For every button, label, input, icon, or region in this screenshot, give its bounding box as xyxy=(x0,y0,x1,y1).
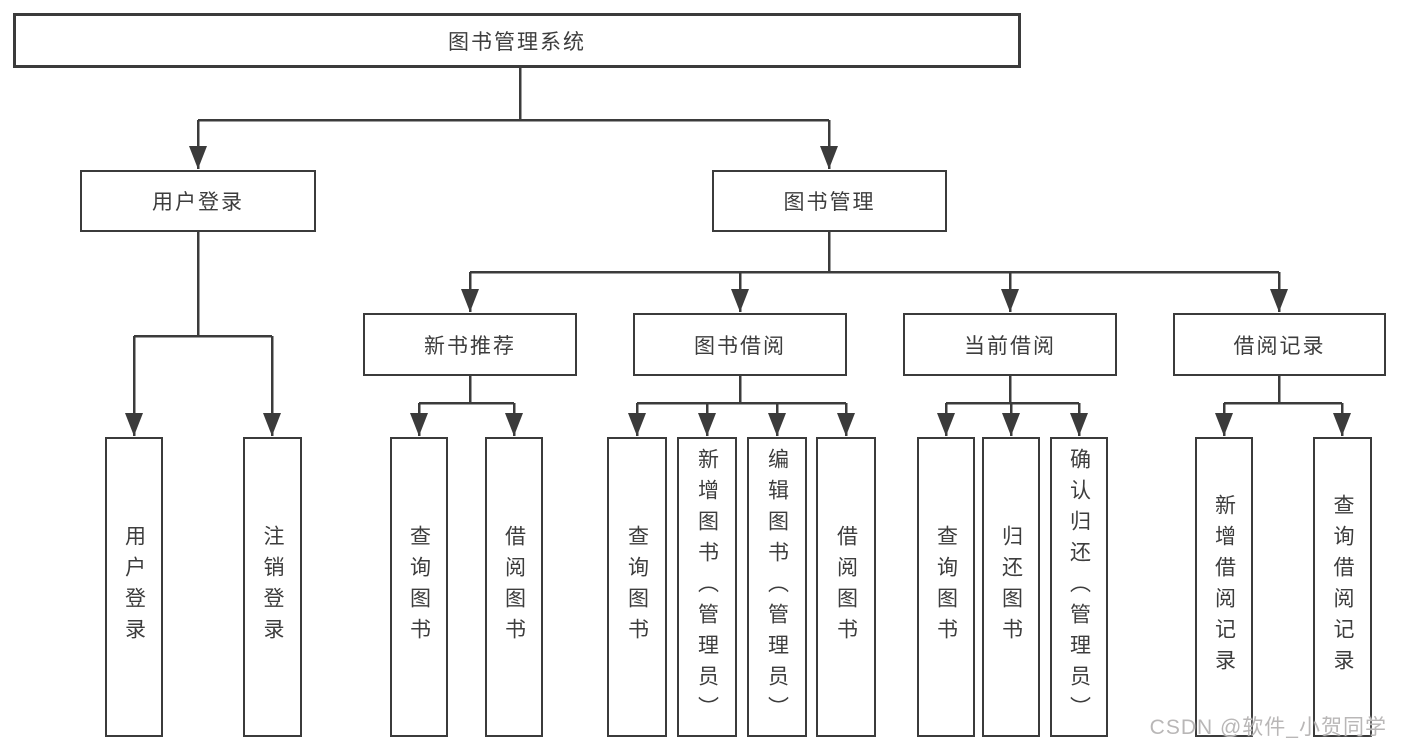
node-leaf-return-books: 归还图书 xyxy=(982,437,1040,737)
node-leaf-confirm-return-admin-label: 确认归还（管理员） xyxy=(1067,447,1091,727)
node-user-login-label: 用户登录 xyxy=(152,191,244,214)
node-leaf-query-books-recommend: 查询图书 xyxy=(390,437,448,737)
connector-bookmgmt-to-level3 xyxy=(461,232,1288,312)
node-leaf-query-books-current: 查询图书 xyxy=(917,437,975,737)
node-book-management: 图书管理 xyxy=(712,170,947,232)
node-leaf-add-books-admin: 新增图书（管理员） xyxy=(677,437,737,737)
node-user-login: 用户登录 xyxy=(80,170,316,232)
node-library-system: 图书管理系统 xyxy=(13,13,1021,68)
node-leaf-borrow-books: 借阅图书 xyxy=(816,437,876,737)
node-book-borrow: 图书借阅 xyxy=(633,313,847,376)
node-leaf-borrow-books-recommend: 借阅图书 xyxy=(485,437,543,737)
node-leaf-borrow-books-label: 借阅图书 xyxy=(834,525,858,649)
node-leaf-query-books-recommend-label: 查询图书 xyxy=(407,525,431,649)
node-leaf-query-books-current-label: 查询图书 xyxy=(934,525,958,649)
node-new-book-recommend: 新书推荐 xyxy=(363,313,577,376)
node-leaf-edit-books-admin-label: 编辑图书（管理员） xyxy=(765,447,789,727)
node-leaf-query-books-borrow: 查询图书 xyxy=(607,437,667,737)
node-leaf-add-borrow-record: 新增借阅记录 xyxy=(1195,437,1253,737)
node-leaf-confirm-return-admin: 确认归还（管理员） xyxy=(1050,437,1108,737)
node-leaf-add-borrow-record-label: 新增借阅记录 xyxy=(1212,494,1236,680)
node-leaf-user-login-label: 用户登录 xyxy=(122,525,146,649)
connector-currentborrow-to-leaves xyxy=(937,376,1088,436)
node-leaf-borrow-books-recommend-label: 借阅图书 xyxy=(502,525,526,649)
connector-records-to-leaves xyxy=(1215,376,1351,436)
connector-bookborrow-to-leaves xyxy=(628,376,855,436)
node-leaf-logout-label: 注销登录 xyxy=(261,525,284,649)
node-leaf-return-books-label: 归还图书 xyxy=(999,525,1023,649)
node-leaf-query-books-borrow-label: 查询图书 xyxy=(625,525,649,649)
node-library-system-label: 图书管理系统 xyxy=(448,30,586,54)
connector-root-to-level2 xyxy=(189,68,838,169)
node-borrow-records-label: 借阅记录 xyxy=(1233,334,1326,358)
node-new-book-recommend-label: 新书推荐 xyxy=(424,334,516,358)
node-book-borrow-label: 图书借阅 xyxy=(694,334,786,358)
node-leaf-query-borrow-record: 查询借阅记录 xyxy=(1313,437,1372,737)
node-book-management-label: 图书管理 xyxy=(783,191,876,214)
node-leaf-logout: 注销登录 xyxy=(243,437,302,737)
connector-userlogin-to-leaves xyxy=(125,232,281,436)
node-current-borrow-label: 当前借阅 xyxy=(964,334,1056,358)
node-borrow-records: 借阅记录 xyxy=(1173,313,1386,376)
node-leaf-add-books-admin-label: 新增图书（管理员） xyxy=(695,447,719,727)
node-leaf-user-login: 用户登录 xyxy=(105,437,163,737)
node-current-borrow: 当前借阅 xyxy=(903,313,1117,376)
node-leaf-edit-books-admin: 编辑图书（管理员） xyxy=(747,437,807,737)
watermark: CSDN @软件_小贺同学 xyxy=(1149,716,1387,739)
node-leaf-query-borrow-record-label: 查询借阅记录 xyxy=(1331,494,1354,680)
connector-newbook-to-leaves xyxy=(410,376,523,436)
